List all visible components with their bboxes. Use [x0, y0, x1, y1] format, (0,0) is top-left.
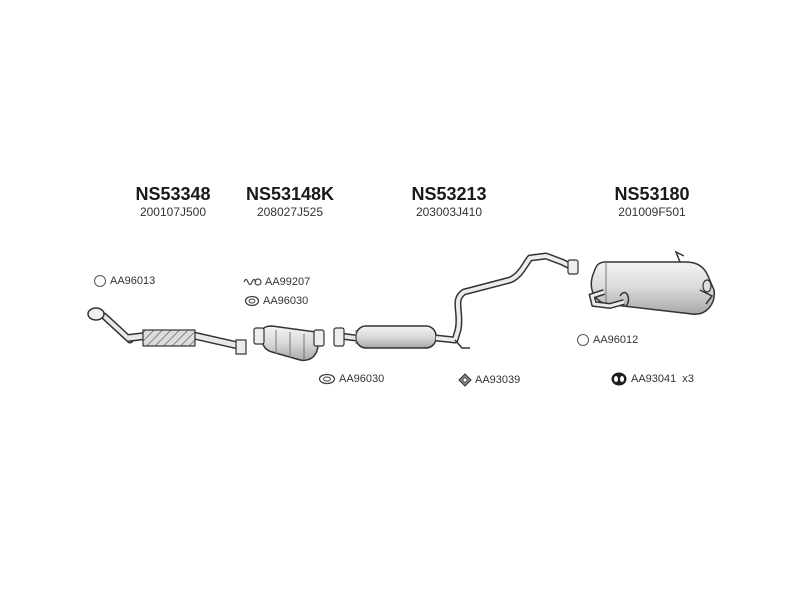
flange-icon	[235, 339, 247, 355]
part-header-rear-silencer: NS53180 201009F501	[597, 184, 707, 219]
accessory-aa96030-bottom: AA96030	[318, 373, 384, 385]
accessory-code: AA96030	[339, 373, 385, 385]
accessory-code: AA96012	[593, 334, 639, 346]
accessory-code: AA93039	[475, 374, 521, 386]
part-oem-code: 208027J525	[256, 205, 324, 219]
part-number: NS53148K	[245, 184, 335, 204]
rubber-hanger-icon	[610, 371, 628, 387]
accessory-aa99207: AA99207	[242, 276, 310, 288]
accessory-code: AA93041	[631, 373, 677, 385]
accessory-quantity: x3	[682, 373, 694, 385]
accessory-code: AA96030	[263, 295, 309, 307]
part-header-front-pipe: NS53348 200107J500	[118, 184, 228, 219]
oval-gasket-icon	[318, 373, 336, 385]
accessory-code: AA99207	[265, 276, 311, 288]
gasket-ring-icon	[576, 333, 590, 347]
flange-icon	[333, 327, 345, 347]
accessory-aa96030-top: AA96030	[244, 295, 308, 307]
silencer-body	[355, 325, 437, 349]
part-number: NS53348	[135, 184, 211, 204]
accessory-aa96012: AA96012	[576, 333, 638, 347]
part-number: NS53180	[614, 184, 690, 204]
flange-icon	[87, 307, 105, 321]
flex-joint-icon	[142, 329, 196, 347]
gasket-ring-icon	[93, 274, 107, 288]
spring-bolt-icon	[242, 276, 262, 288]
accessory-aa96013: AA96013	[93, 274, 155, 288]
flange-icon	[567, 259, 579, 275]
rear-silencer	[588, 250, 715, 315]
part-number: NS53213	[411, 184, 487, 204]
accessory-code: AA96013	[110, 275, 156, 287]
oval-gasket-icon	[244, 295, 260, 307]
flange-icon	[253, 327, 265, 345]
part-oem-code: 200107J500	[139, 205, 207, 219]
part-header-middle-silencer: NS53213 203003J410	[394, 184, 504, 219]
front-pipe	[87, 307, 247, 355]
rubber-mount-icon	[458, 373, 472, 387]
part-oem-code: 203003J410	[415, 205, 483, 219]
middle-silencer-pipe	[333, 252, 579, 349]
flange-icon	[313, 329, 325, 347]
catalytic-converter	[253, 325, 325, 362]
accessory-aa93039: AA93039	[458, 373, 520, 387]
part-oem-code: 201009F501	[618, 205, 686, 219]
part-header-catalyst: NS53148K 208027J525	[232, 184, 348, 219]
accessory-aa93041: AA93041 x3	[610, 371, 694, 387]
